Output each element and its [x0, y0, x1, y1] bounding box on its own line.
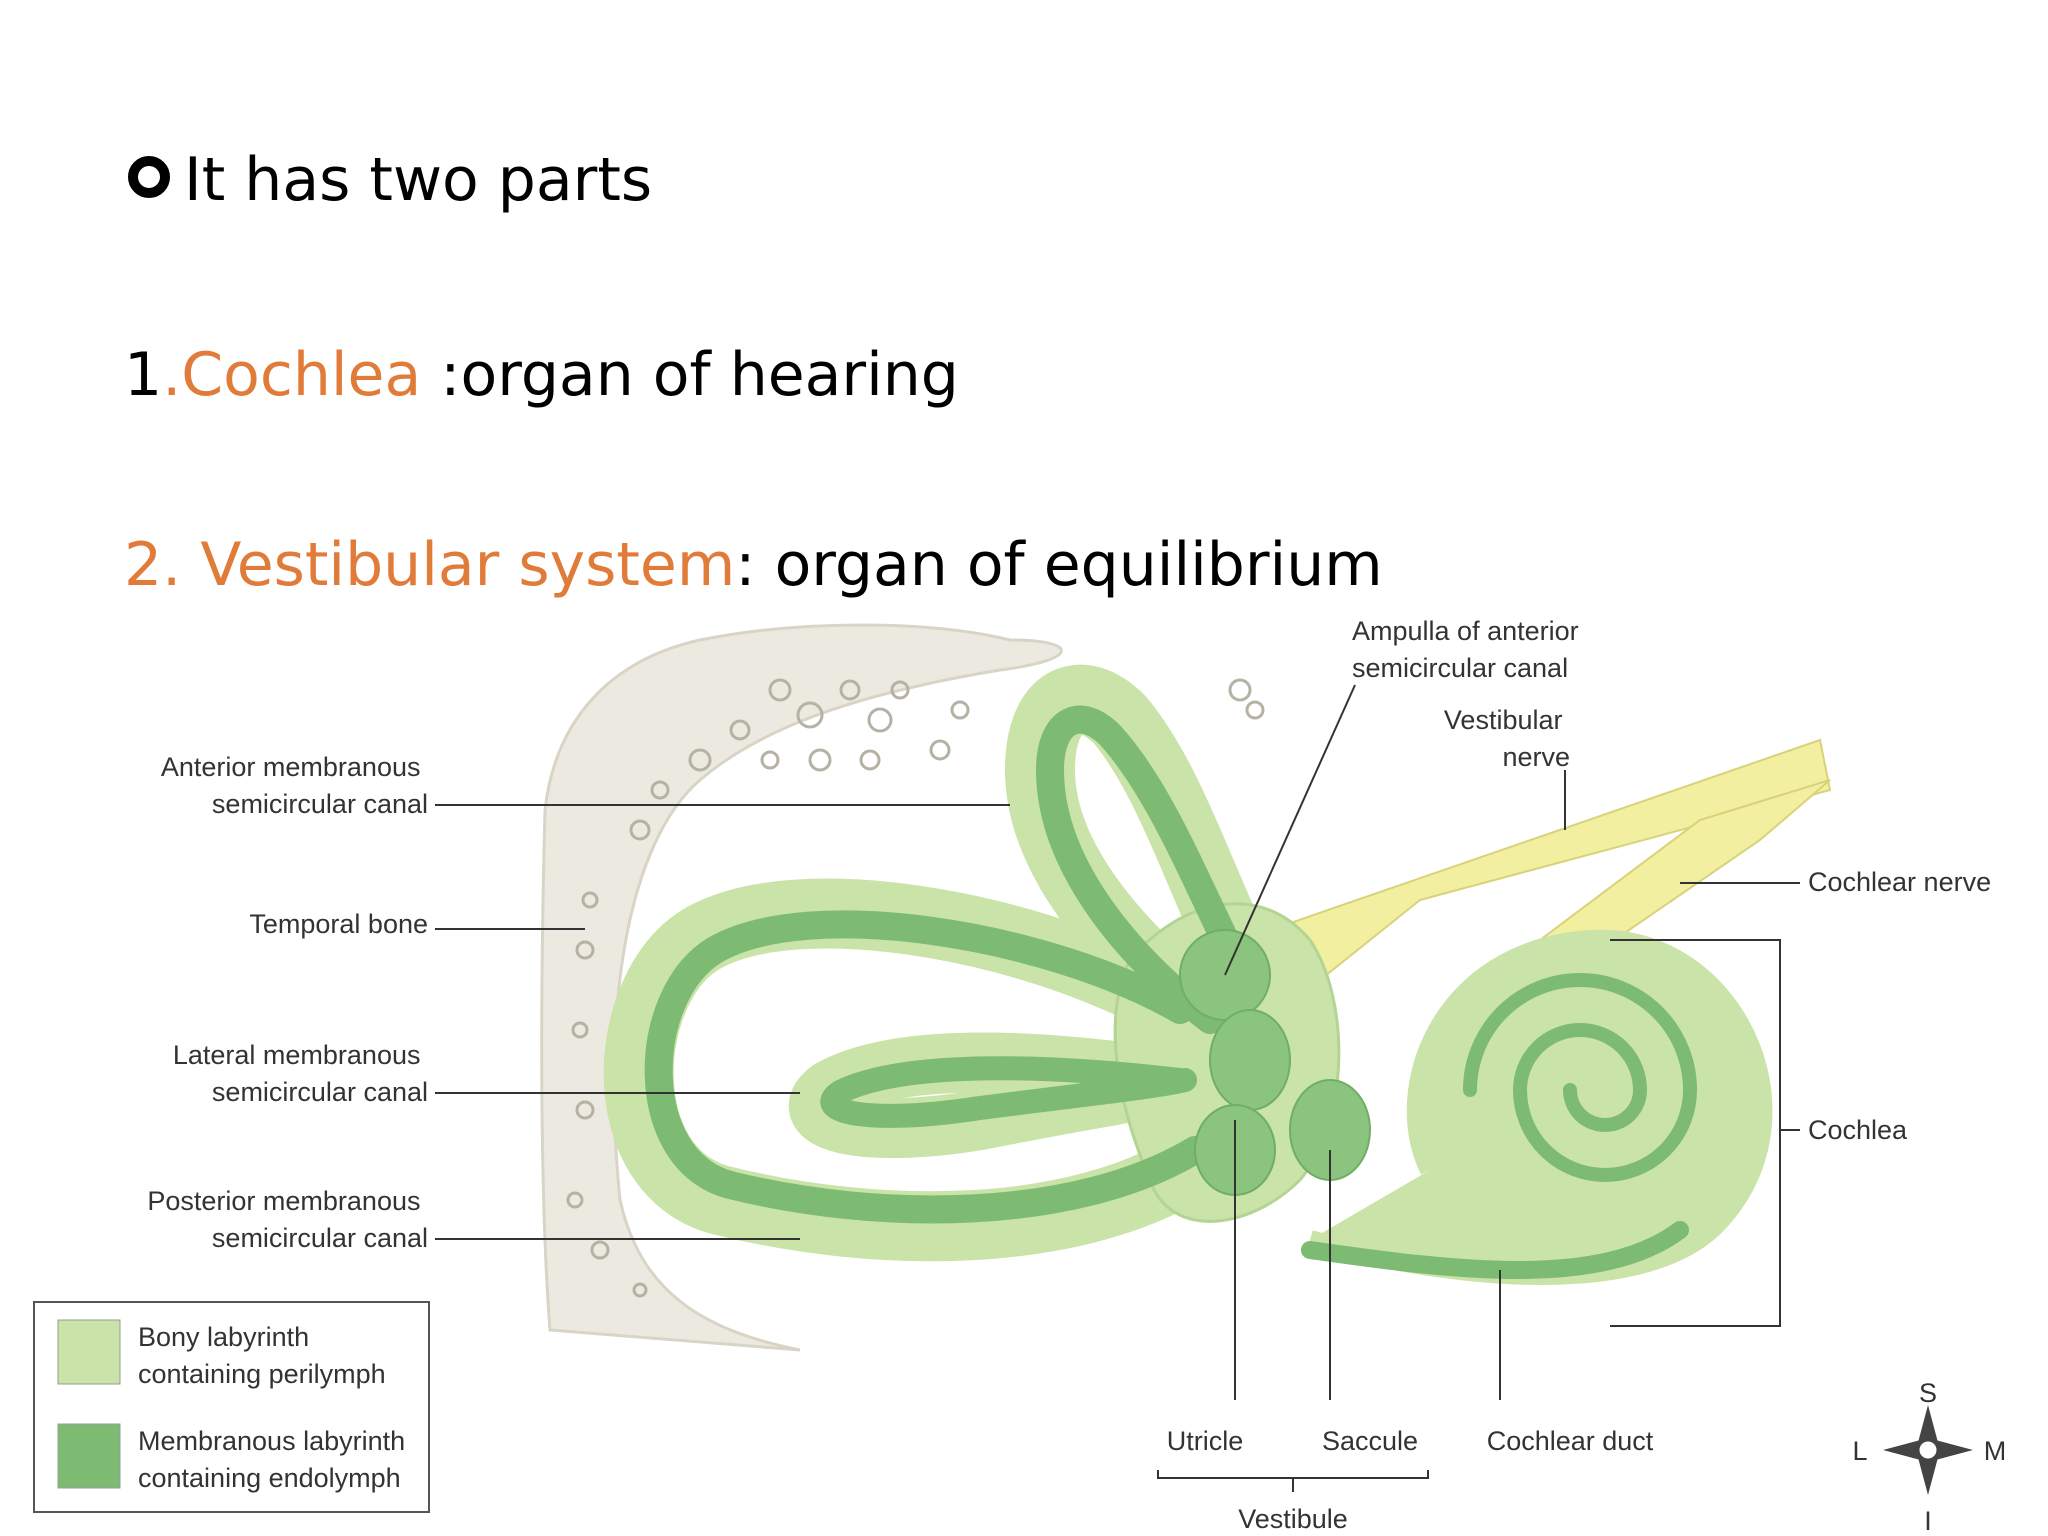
label-lateral-canal: Lateral membranous semicircular canal [173, 1040, 428, 1107]
legend-swatch-bony [57, 1319, 121, 1385]
bullet-icon [128, 156, 170, 198]
label-posterior-canal: Posterior membranous semicircular canal [147, 1186, 428, 1253]
compass-icon: S I L M [1852, 1378, 2006, 1536]
legend-bony-label: Bony labyrinth containing perilymph [138, 1322, 386, 1389]
item-vestibular-description: : organ of equilibrium [735, 530, 1383, 600]
item-cochlea-term: .Cochlea [162, 340, 422, 410]
inner-ear-diagram: Anterior membranous semicircular canal T… [33, 616, 2006, 1536]
item-vestibular-term: 2. Vestibular system [124, 530, 736, 600]
label-anterior-canal: Anterior membranous semicircular canal [161, 752, 428, 819]
bullet-heading: It has two parts [184, 145, 653, 215]
label-vestibular-nerve: Vestibular nerve [1444, 705, 1570, 772]
label-cochlear-duct: Cochlear duct [1487, 1426, 1654, 1456]
label-saccule: Saccule [1322, 1426, 1418, 1456]
svg-text:S: S [1919, 1378, 1937, 1408]
label-cochlear-nerve: Cochlear nerve [1808, 867, 1991, 897]
svg-text:I: I [1924, 1506, 1932, 1536]
svg-text:L: L [1852, 1436, 1867, 1466]
bone-pores [566, 678, 1265, 1298]
membranous-labyrinth [644, 705, 1698, 1279]
item-cochlea-number: 1 [124, 340, 163, 410]
legend-swatch-membranous [57, 1423, 121, 1489]
item-cochlea: 1.Cochlea :organ of hearing [124, 340, 959, 410]
label-ampulla: Ampulla of anterior semicircular canal [1352, 616, 1586, 683]
item-cochlea-description: :organ of hearing [421, 340, 959, 410]
legend-membranous-label: Membranous labyrinth containing endolymp… [138, 1426, 413, 1493]
label-temporal-bone: Temporal bone [249, 909, 428, 939]
label-cochlea: Cochlea [1808, 1115, 1908, 1145]
legend: Bony labyrinth containing perilymph Memb… [33, 1301, 430, 1513]
label-utricle: Utricle [1167, 1426, 1244, 1456]
label-vestibule: Vestibule [1238, 1504, 1348, 1534]
leader-lines [435, 684, 1800, 1492]
item-vestibular: 2. Vestibular system: organ of equilibri… [124, 530, 1383, 600]
svg-text:M: M [1984, 1436, 2007, 1466]
